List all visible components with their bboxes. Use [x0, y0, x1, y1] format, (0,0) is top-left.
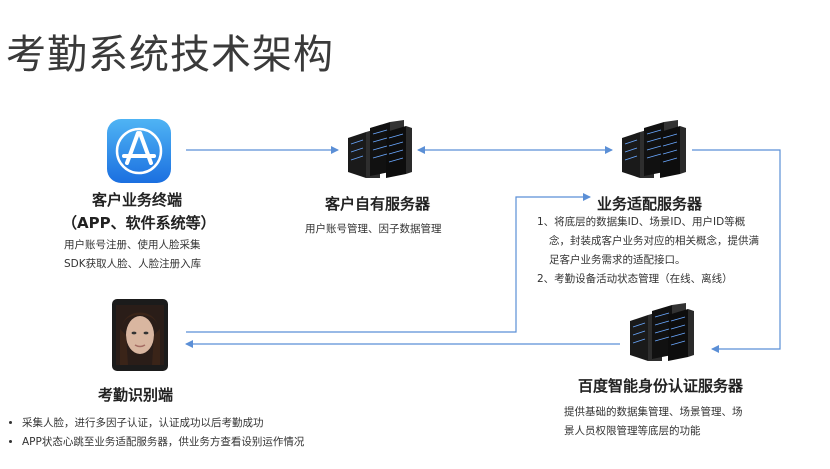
server-rack-icon	[620, 120, 688, 184]
adapter-server-desc: 1、将底层的数据集ID、场景ID、用户ID等概 念，封装成客户业务对应的相关概念…	[537, 213, 759, 289]
desc-line: 景人员权限管理等底层的功能	[564, 425, 701, 437]
bullet-item: 采集人脸，进行多因子认证，认证成功以后考勤成功	[22, 414, 304, 433]
adapter-server-title: 业务适配服务器	[597, 195, 703, 213]
client-terminal-title: 客户业务终端	[92, 191, 183, 209]
attendance-terminal-title: 考勤识别端	[98, 386, 174, 404]
desc-line: 1、将底层的数据集ID、场景ID、用户ID等概	[537, 216, 746, 228]
desc-line: 2、考勤设备活动状态管理（在线、离线）	[537, 273, 733, 285]
baidu-server-title: 百度智能身份认证服务器	[578, 377, 744, 395]
desc-line: 提供基础的数据集管理、场景管理、场	[564, 406, 743, 418]
baidu-server-desc: 提供基础的数据集管理、场景管理、场 景人员权限管理等底层的功能	[564, 403, 743, 441]
tablet-face-icon	[112, 299, 168, 371]
arrow-attendance-to-adapter	[186, 193, 591, 333]
attendance-terminal-bullets: 采集人脸，进行多因子认证，认证成功以后考勤成功 APP状态心跳至业务适配服务器，…	[8, 414, 304, 452]
client-server-title: 客户自有服务器	[325, 195, 431, 213]
arrow-adapter-to-baidu	[692, 149, 781, 353]
server-rack-icon	[628, 303, 696, 367]
desc-line: 足客户业务需求的适配接口。	[549, 254, 686, 266]
app-store-icon	[107, 119, 171, 183]
client-terminal-subtitle: （APP、软件系统等）	[62, 214, 216, 232]
client-server-desc: 用户账号管理、因子数据管理	[305, 223, 442, 235]
server-rack-icon	[346, 120, 414, 184]
desc-line: 用户账号注册、使用人脸采集	[64, 239, 201, 251]
desc-line: SDK获取人脸、人脸注册入库	[64, 258, 202, 270]
desc-line: 念，封装成客户业务对应的相关概念，提供满	[549, 235, 759, 247]
client-terminal-desc: 用户账号注册、使用人脸采集 SDK获取人脸、人脸注册入库	[64, 236, 201, 274]
page-title: 考勤系统技术架构	[6, 32, 334, 78]
bullet-list: 采集人脸，进行多因子认证，认证成功以后考勤成功 APP状态心跳至业务适配服务器，…	[8, 414, 304, 452]
bullet-item: APP状态心跳至业务适配服务器，供业务方查看设别运作情况	[22, 433, 304, 452]
